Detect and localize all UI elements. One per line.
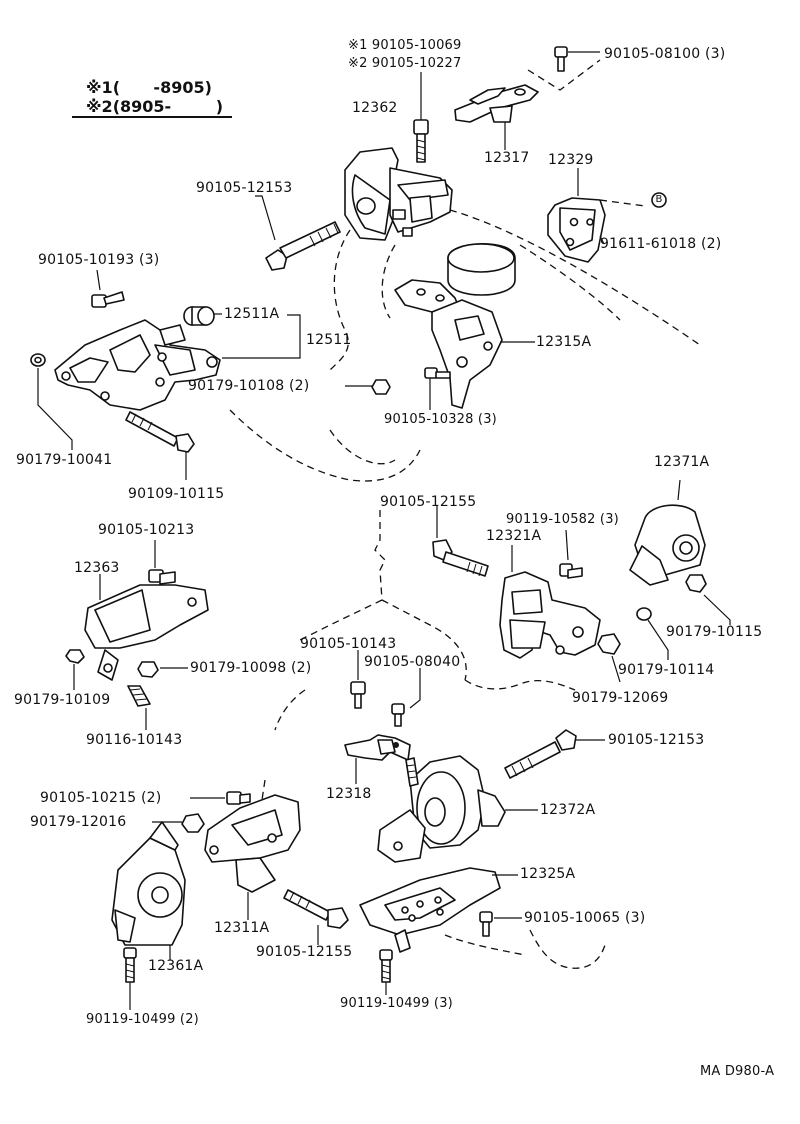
label-12372A: 12372A	[540, 802, 596, 818]
engine-mount-12361A	[111, 821, 186, 960]
label-90105-10065: 90105-10065 (3)	[524, 910, 646, 926]
washer-90179-10115	[685, 574, 731, 625]
label-90179-10109: 90179-10109	[14, 692, 111, 708]
engine-body-cylinder	[447, 243, 516, 296]
callout-b-letter: B	[655, 194, 663, 205]
label-90179-10041: 90179-10041	[16, 452, 113, 468]
washer-90179-10041	[30, 353, 73, 450]
label-12361A: 12361A	[148, 958, 204, 974]
bolt-90105-10193	[91, 269, 125, 308]
label-90105-10193: 90105-10193 (3)	[38, 252, 160, 268]
label-90179-10108: 90179-10108 (2)	[188, 378, 310, 394]
legend-underline	[72, 116, 232, 118]
note-2-label: ※2 90105-10227	[348, 56, 462, 71]
legend-line-2: ※2(8905- )	[86, 97, 224, 116]
bolt-90105-10215	[190, 791, 251, 805]
bolt-90105-12153-top	[255, 195, 341, 271]
bolt-90105-12155-bottom	[283, 889, 349, 945]
bolt-90105-10213	[148, 540, 176, 585]
nut-90179-12069	[597, 633, 621, 683]
nut-90179-10108	[345, 379, 391, 395]
note-1-label: ※1 90105-10069	[348, 38, 462, 53]
label-12511: 12511	[306, 332, 352, 348]
nut-90179-12016	[152, 813, 205, 833]
bolt-90105-12153-bottom	[504, 729, 605, 779]
washer-90179-10114	[636, 607, 669, 660]
label-12329: 12329	[548, 152, 594, 168]
label-91611-61018: 91611-61018 (2)	[600, 236, 722, 252]
callout-b-circle	[651, 192, 667, 208]
bolt-90119-10499-2	[123, 947, 137, 1010]
label-90119-10499-3: 90119-10499 (3)	[340, 996, 453, 1011]
bolt-90105-10328	[424, 367, 451, 410]
legend-line-1: ※1( -8905)	[86, 78, 212, 97]
label-12315A: 12315A	[536, 334, 592, 350]
bolt-90105-12155-mid	[432, 506, 489, 577]
label-90179-10114: 90179-10114	[618, 662, 715, 678]
bushing-12511A	[183, 306, 301, 359]
label-90105-10215: 90105-10215 (2)	[40, 790, 162, 806]
label-90119-10582: 90119-10582 (3)	[506, 512, 619, 527]
label-90105-10328: 90105-10328 (3)	[384, 412, 497, 427]
plate-12318	[344, 734, 411, 784]
bolt-90105-10065	[479, 911, 522, 937]
label-90105-08040: 90105-08040	[364, 654, 461, 670]
bolt-90109-10115	[125, 411, 195, 480]
bracket-12317	[454, 46, 600, 150]
bracket-12311A	[204, 794, 301, 920]
label-90105-12153-bottom: 90105-12153	[608, 732, 705, 748]
label-12321A: 12321A	[486, 528, 542, 544]
label-12363: 12363	[74, 560, 120, 576]
label-90116-10143: 90116-10143	[86, 732, 183, 748]
bolt-90119-10582	[559, 529, 583, 579]
drawing-code: MA D980-A	[700, 1064, 775, 1079]
bolt-90105-10143	[350, 650, 366, 709]
bracket-12325A	[359, 867, 518, 953]
bracket-12511	[54, 319, 221, 411]
engine-mount-12362	[344, 147, 453, 241]
label-90105-12155-mid: 90105-12155	[380, 494, 477, 510]
bolt-note-1-2	[413, 72, 429, 163]
bracket-12315A	[394, 279, 535, 409]
bracket-12321A	[499, 545, 601, 659]
label-12325A: 12325A	[520, 866, 576, 882]
engine-outline-dashes	[229, 59, 701, 969]
label-90105-10143: 90105-10143	[300, 636, 397, 652]
bracket-12363	[84, 574, 209, 681]
label-90179-10098: 90179-10098 (2)	[190, 660, 312, 676]
bolt-90105-08040	[391, 668, 421, 727]
label-90105-12153-top: 90105-12153	[196, 180, 293, 196]
bracket-12329	[547, 168, 606, 263]
label-12371A: 12371A	[654, 454, 710, 470]
washer-90179-10109	[65, 649, 85, 690]
washer-90179-10098	[137, 661, 188, 678]
label-12511A: 12511A	[224, 306, 280, 322]
label-90105-12155-bottom: 90105-12155	[256, 944, 353, 960]
label-90109-10115: 90109-10115	[128, 486, 225, 502]
label-90119-10499-2: 90119-10499 (2)	[86, 1012, 199, 1027]
label-90179-12016: 90179-12016	[30, 814, 127, 830]
label-90179-10115: 90179-10115	[666, 624, 763, 640]
label-12317: 12317	[484, 150, 530, 166]
label-90105-10213: 90105-10213	[98, 522, 195, 538]
label-12311A: 12311A	[214, 920, 270, 936]
engine-mount-12372A	[377, 755, 538, 863]
bolt-90119-10499-3	[379, 949, 393, 995]
label-90179-12069: 90179-12069	[572, 690, 669, 706]
label-12318: 12318	[326, 786, 372, 802]
engine-mount-12371A	[629, 479, 706, 586]
label-12362: 12362	[352, 100, 398, 116]
stud-90116-10143	[127, 685, 151, 730]
label-90105-08100: 90105-08100 (3)	[604, 46, 726, 62]
